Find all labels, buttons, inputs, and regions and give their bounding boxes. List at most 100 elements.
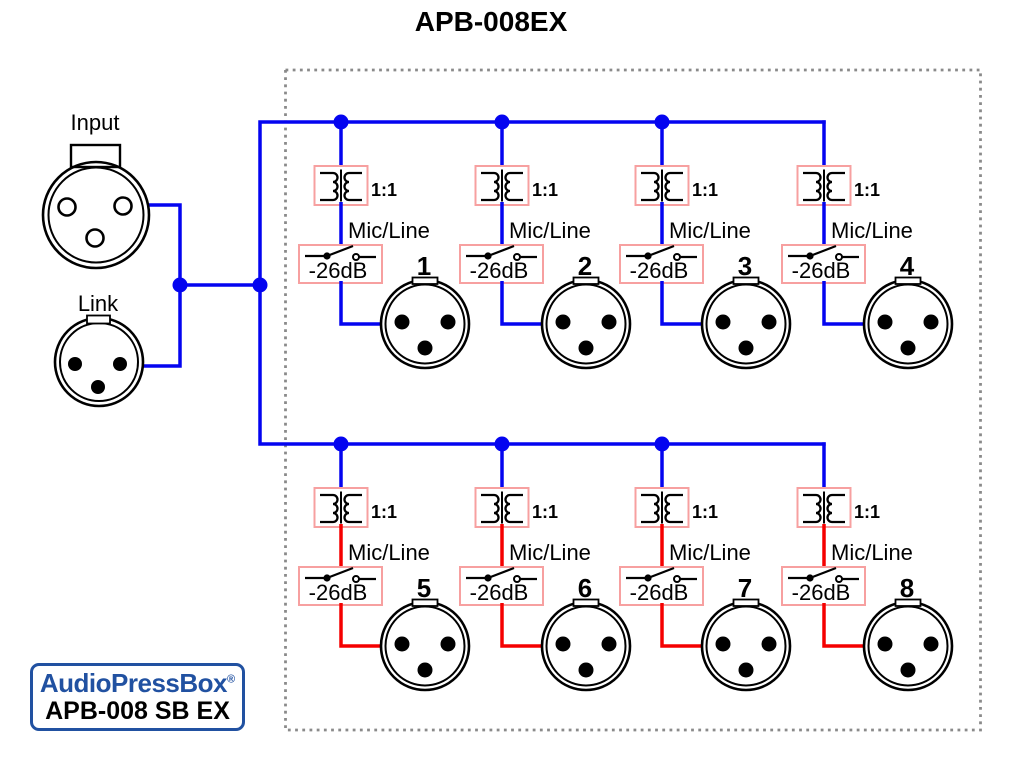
pad-switch-icon: -26dB [298, 566, 383, 606]
output-wire [660, 603, 703, 648]
xlr-latch-tab [69, 143, 122, 169]
xlr-pin [601, 636, 617, 652]
xlr-notch [411, 276, 439, 285]
winding-secondary [504, 171, 523, 202]
xlr-notch [732, 276, 760, 285]
xlr-pin [417, 662, 433, 678]
winding-primary [803, 493, 822, 524]
junction-dot [333, 114, 349, 130]
xlr-notch [411, 598, 439, 607]
channel-number: 5 [417, 573, 431, 603]
mode-label: Mic/Line [669, 540, 751, 565]
transformer-1to1-icon [474, 487, 530, 528]
xlr-pin [113, 357, 127, 371]
output-xlr-male-icon [540, 276, 632, 370]
output-xlr-male-icon [862, 598, 954, 692]
switch-lever [487, 566, 515, 580]
switch-lever [809, 244, 837, 258]
junction-dot [252, 277, 268, 293]
logo-model: APB-008 SB EX [45, 696, 230, 725]
xlr-pin [900, 340, 916, 356]
transformer-1to1-icon [313, 487, 369, 528]
link-label: Link [78, 291, 119, 316]
pad-switch-icon: -26dB [619, 566, 704, 606]
transformer-1to1-icon [313, 165, 369, 206]
ratio-label: 1:1 [692, 180, 718, 200]
mode-label: Mic/Line [831, 218, 913, 243]
winding-primary [320, 493, 339, 524]
junction-dot [172, 277, 188, 293]
xlr-outer-ring [41, 160, 151, 270]
junction-dot [654, 436, 670, 452]
junction-dot [494, 436, 510, 452]
diagram-title: APB-008EX [414, 6, 568, 37]
winding-secondary [664, 171, 683, 202]
output-xlr-male-icon [700, 276, 792, 370]
ratio-label: 1:1 [371, 502, 397, 522]
channel-number: 2 [578, 251, 592, 281]
xlr-notch [572, 276, 600, 285]
mode-label: Mic/Line [509, 540, 591, 565]
xlr-pin [761, 636, 777, 652]
xlr-pin [68, 357, 82, 371]
junction-dot [333, 436, 349, 452]
xlr-pin [578, 340, 594, 356]
output-wire [822, 281, 865, 326]
xlr-notch [86, 314, 111, 325]
winding-secondary [504, 493, 523, 524]
pad-label: -26dB [792, 258, 851, 283]
winding-secondary [826, 171, 845, 202]
pad-switch-icon: -26dB [459, 244, 544, 284]
ratio-label: 1:1 [532, 180, 558, 200]
mode-label: Mic/Line [831, 540, 913, 565]
switch-lever [809, 566, 837, 580]
xlr-notch [894, 276, 922, 285]
output-xlr-male-icon [379, 276, 471, 370]
pad-label: -26dB [470, 580, 529, 605]
winding-secondary [826, 493, 845, 524]
transformer-1to1-icon [796, 165, 852, 206]
junction-dot [654, 114, 670, 130]
ratio-label: 1:1 [854, 502, 880, 522]
xlr-pin [923, 314, 939, 330]
transformer-1to1-icon [796, 487, 852, 528]
winding-primary [641, 171, 660, 202]
winding-primary [803, 171, 822, 202]
output-xlr-male-icon [862, 276, 954, 370]
channel-number: 8 [900, 573, 914, 603]
output-wire [339, 281, 382, 326]
xlr-notch [732, 598, 760, 607]
output-wire [339, 603, 382, 648]
xlr-pin [578, 662, 594, 678]
channel-number: 3 [738, 251, 752, 281]
xlr-pin [738, 662, 754, 678]
winding-secondary [664, 493, 683, 524]
pad-label: -26dB [470, 258, 529, 283]
pad-label: -26dB [309, 580, 368, 605]
pad-switch-icon: -26dB [619, 244, 704, 284]
registered-mark-icon: ® [227, 673, 236, 686]
xlr-notch [894, 598, 922, 607]
winding-primary [320, 171, 339, 202]
xlr-pin [601, 314, 617, 330]
switch-lever [326, 244, 354, 258]
xlr-pin [877, 314, 893, 330]
mode-label: Mic/Line [509, 218, 591, 243]
brand-logo: AudioPressBox® APB-008 SB EX [30, 663, 245, 731]
xlr-pin [715, 314, 731, 330]
xlr-pin [91, 380, 105, 394]
xlr-pin [923, 636, 939, 652]
xlr-pin [417, 340, 433, 356]
ratio-label: 1:1 [532, 502, 558, 522]
channel-number: 6 [578, 573, 592, 603]
switch-lever [487, 244, 515, 258]
pad-switch-box [619, 566, 704, 606]
ratio-label: 1:1 [692, 502, 718, 522]
mode-label: Mic/Line [669, 218, 751, 243]
